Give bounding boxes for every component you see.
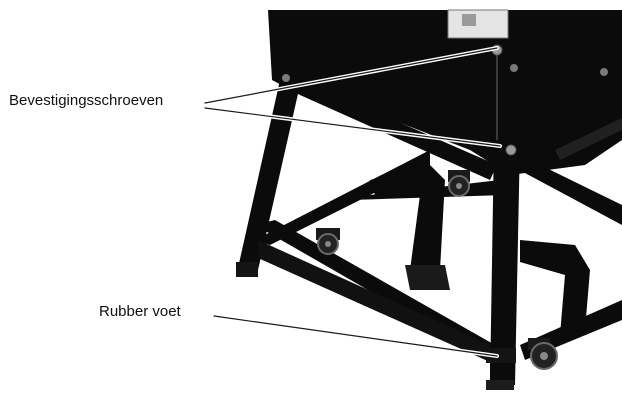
callout-rubber-foot: Rubber voet: [99, 303, 181, 320]
pedal-lever: [370, 165, 445, 270]
top-bracket: [447, 9, 509, 39]
callout-mounting-screws: Bevestigingsschroeven: [9, 92, 164, 109]
leader-line-screws: [203, 46, 502, 148]
caster-right: [528, 338, 558, 370]
front-leg: [490, 140, 520, 385]
rubber-foot: [486, 348, 516, 390]
left-leg: [238, 80, 300, 270]
leader-line-foot: [212, 314, 499, 358]
caster-left: [316, 228, 340, 255]
brace-left: [300, 92, 497, 180]
brace-right: [510, 160, 622, 225]
cabinet-body: [268, 10, 622, 175]
screw-mid: [505, 144, 517, 156]
brace-diag: [255, 150, 430, 245]
caster-mid: [448, 170, 470, 197]
